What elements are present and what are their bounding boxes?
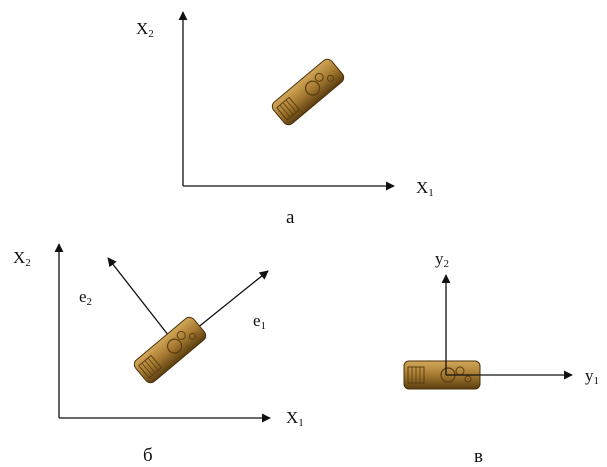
panel-b-e2-axis: [107, 257, 177, 346]
flat-block-object-icon: [403, 360, 481, 390]
panel-a-x1-label: X1: [416, 178, 434, 199]
tilted-block-object-icon: [133, 316, 207, 384]
panel-v-y2-label: у2: [435, 249, 449, 270]
panel-b-e2-label: e2: [79, 287, 92, 308]
panel-b: X2 X1 e2 e1 б: [13, 243, 304, 466]
panel-b-e1-label: e1: [253, 311, 266, 332]
panel-a-caption: а: [286, 207, 295, 228]
panel-b-x2-label: X2: [13, 248, 31, 269]
panel-v-caption: в: [474, 446, 483, 467]
panel-v: у2 у1 в: [403, 249, 599, 467]
panel-v-y1-label: у1: [585, 366, 599, 387]
panel-b-caption: б: [143, 445, 153, 466]
panel-a: X2 X1 а: [136, 11, 434, 228]
tilted-block-object-icon: [271, 58, 345, 126]
panel-b-x1-label: X1: [286, 408, 304, 429]
panel-a-x2-label: X2: [136, 19, 154, 40]
